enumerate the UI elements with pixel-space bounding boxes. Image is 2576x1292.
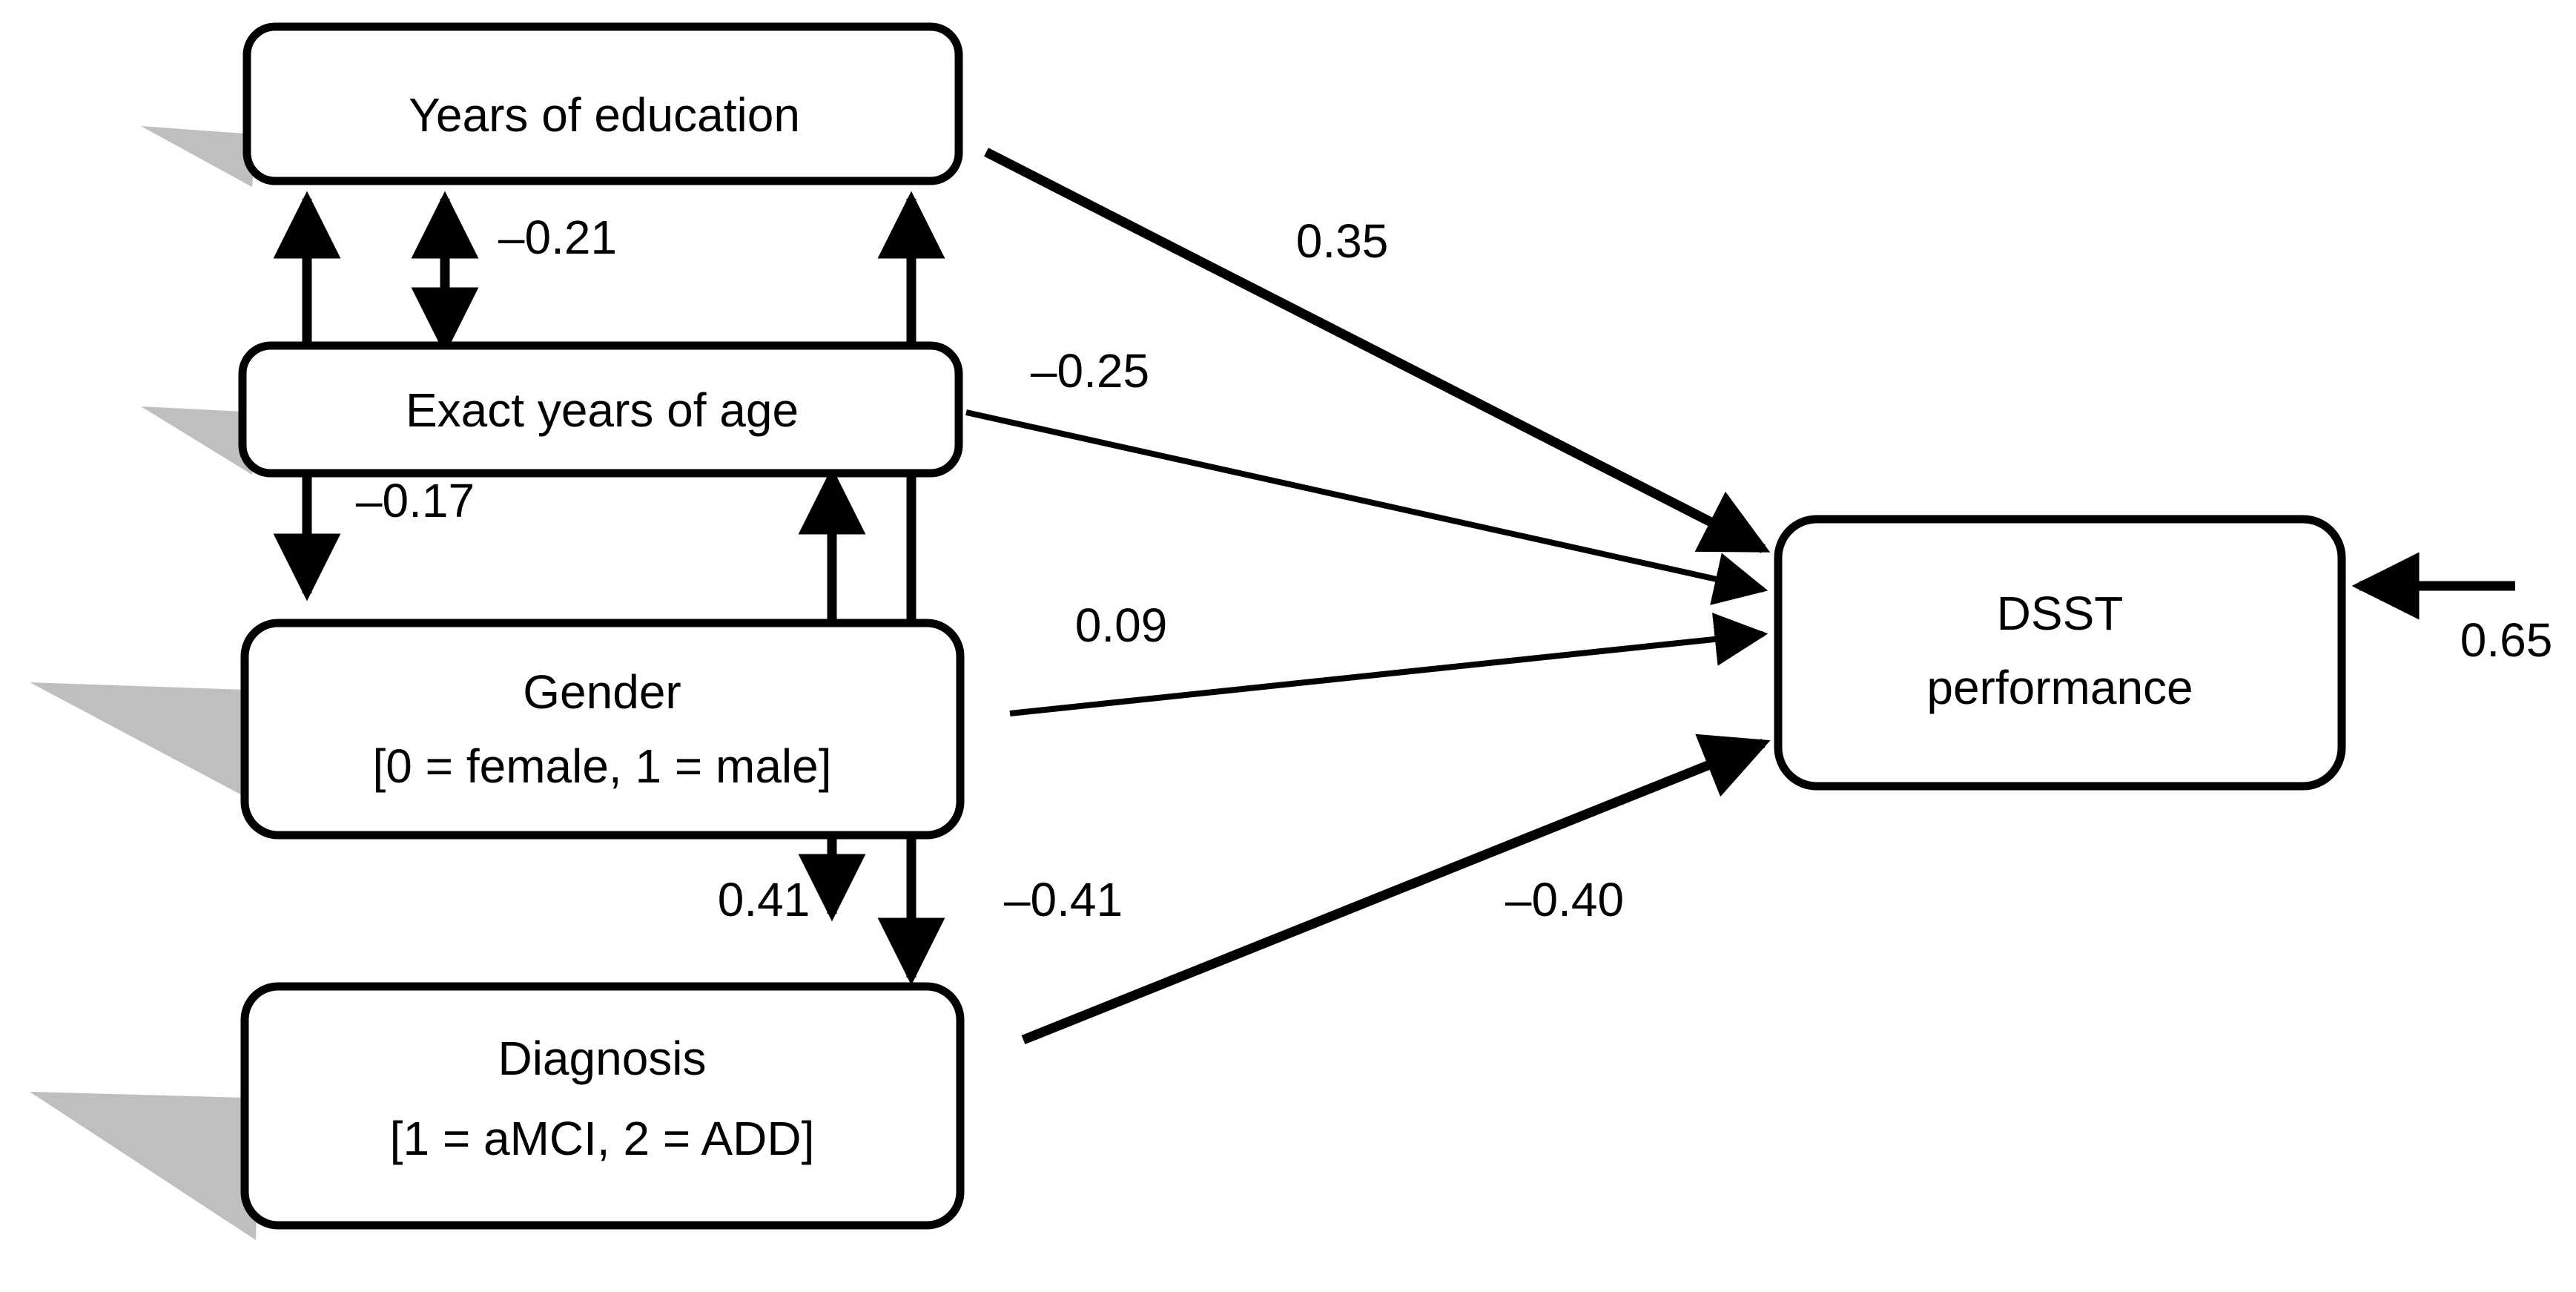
age-label: Exact years of age xyxy=(406,383,799,437)
coefficient-gender-dsst: 0.09 xyxy=(1075,599,1168,652)
education-box[interactable] xyxy=(242,22,963,185)
education-label: Years of education xyxy=(409,88,800,142)
gender-box[interactable] xyxy=(240,619,965,840)
regression-arrow-gender-dsst xyxy=(1009,613,1768,716)
regression-arrow-diagnosis-dsst xyxy=(1021,734,1771,1045)
coefficient-education-diagnosis: –0.41 xyxy=(1004,873,1123,926)
node-dsst[interactable]: DSST performance xyxy=(1774,515,2346,791)
education-box-shadow xyxy=(141,126,256,187)
node-shadows xyxy=(30,126,260,1240)
coefficient-labels: –0.21 –0.17 0.41 –0.41 0.35 –0.25 0.09 –… xyxy=(356,211,2552,926)
coefficient-education-age: –0.21 xyxy=(498,211,617,264)
coefficient-diagnosis-dsst: –0.40 xyxy=(1505,873,1624,926)
gender-label-line1: Gender xyxy=(523,665,681,719)
diagnosis-label-line2: [1 = aMCI, 2 = ADD] xyxy=(390,1112,815,1165)
coefficient-dsst-residual: 0.65 xyxy=(2460,613,2553,667)
coefficient-education-dsst: 0.35 xyxy=(1296,214,1389,268)
dsst-label-line2: performance xyxy=(1926,661,2193,714)
gender-label-line2: [0 = female, 1 = male] xyxy=(373,739,832,793)
node-age[interactable]: Exact years of age xyxy=(238,341,963,478)
diagnosis-box-shadow xyxy=(30,1092,260,1240)
correlation-arrows xyxy=(273,191,945,986)
diagnosis-box[interactable] xyxy=(240,982,965,1230)
coefficient-age-dsst: –0.25 xyxy=(1031,344,1149,398)
node-diagnosis[interactable]: Diagnosis [1 = aMCI, 2 = ADD] xyxy=(240,982,965,1230)
coefficient-age-diagnosis: 0.41 xyxy=(718,873,810,926)
gender-box-shadow xyxy=(30,682,260,802)
regression-arrow-age-dsst xyxy=(965,409,1768,605)
age-box[interactable] xyxy=(238,341,963,478)
regression-arrow-education-dsst xyxy=(984,148,1771,553)
dsst-label-line1: DSST xyxy=(1997,587,2124,640)
regression-arrows xyxy=(965,148,2515,1045)
age-box-shadow xyxy=(141,406,256,475)
diagnosis-label-line1: Diagnosis xyxy=(498,1032,706,1085)
node-gender[interactable]: Gender [0 = female, 1 = male] xyxy=(240,619,965,840)
coefficient-education-gender: –0.17 xyxy=(356,474,475,527)
dsst-box[interactable] xyxy=(1774,515,2346,791)
node-education[interactable]: Years of education xyxy=(242,22,963,185)
